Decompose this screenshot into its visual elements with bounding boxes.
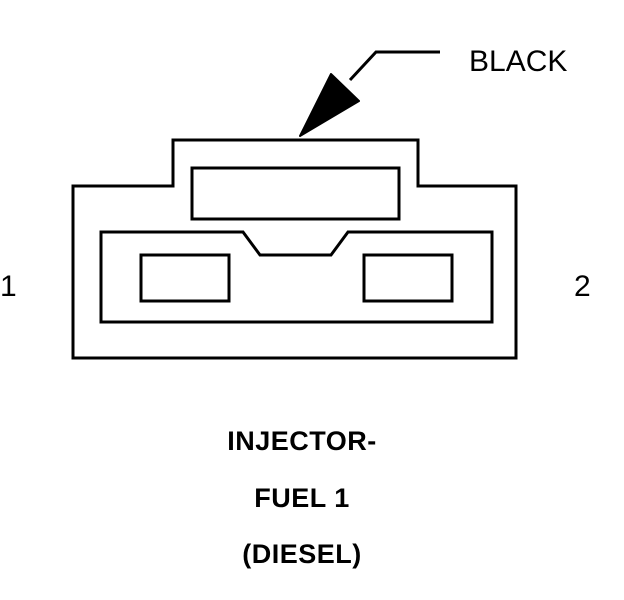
connector-color-label: BLACK — [469, 45, 567, 78]
caption-line-3: (DIESEL) — [242, 539, 362, 569]
pin-2-label: 2 — [574, 270, 591, 303]
terminal-pin-1 — [139, 253, 231, 303]
color-leader-arrowhead — [299, 73, 360, 137]
pin-1-label: 1 — [0, 270, 17, 303]
terminal-pin-2 — [362, 253, 454, 303]
caption-line-1: INJECTOR- — [227, 426, 377, 456]
locking-tab — [190, 166, 401, 221]
caption-line-2: FUEL 1 — [254, 483, 350, 513]
color-leader-line — [348, 50, 440, 82]
